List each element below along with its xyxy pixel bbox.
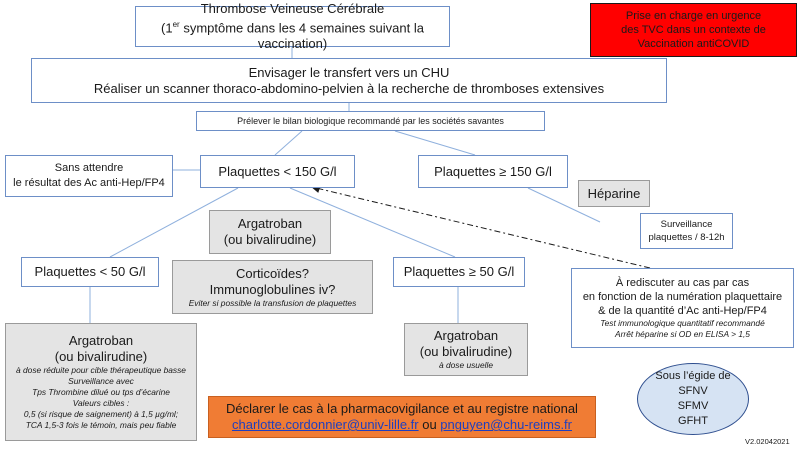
connector-ge150-surveillance [527, 187, 601, 223]
argatroban-left-note6: TCA 1,5-3 fois le témoin, mais peu fiabl… [25, 420, 177, 430]
urgent-line1: Prise en charge en urgence [625, 10, 762, 22]
argatroban-mid-line2: (ou bivalirudine) [223, 232, 317, 247]
argatroban-right-box: Argatroban (ou bivalirudine) à dose usue… [404, 323, 528, 376]
surveillance-box: Surveillance plaquettes / 8-12h [640, 213, 733, 249]
connector-bilan-ge150 [394, 130, 476, 156]
egide-gfht: GFHT [678, 415, 708, 427]
heparine-box: Héparine [578, 180, 650, 207]
argatroban-left-note2: Surveillance avec [68, 376, 134, 386]
surveillance-line2: plaquettes / 8-12h [648, 232, 725, 243]
argatroban-left-note5: 0,5 (si risque de saignement) à 1,5 µg/m… [23, 409, 179, 419]
platelets-ge50-box: Plaquettes ≥ 50 G/l [393, 257, 525, 287]
declare-line1: Déclarer le cas à la pharmacovigilance e… [226, 401, 578, 416]
rediscuter-box: À rediscuter au cas par cas en fonction … [571, 268, 794, 348]
cortico-line2: Immunoglobulines iv? [209, 281, 336, 297]
egide-line1: Sous l’égide de [655, 370, 731, 382]
transfer-box: Envisager le transfert vers un CHU Réali… [31, 58, 667, 103]
email-link-cordonnier[interactable]: charlotte.cordonnier@univ-lille.fr [232, 417, 419, 432]
sans-attendre-box: Sans attendre le résultat des Ac anti-He… [5, 155, 173, 197]
argatroban-left-box: Argatroban (ou bivalirudine) à dose rédu… [5, 323, 197, 441]
argatroban-left-line2: (ou bivalirudine) [54, 349, 148, 364]
version-label: V2.02042021 [745, 437, 790, 446]
connector-bilan-lt150 [274, 130, 303, 156]
platelets-lt150-text: Plaquettes < 150 G/l [218, 163, 337, 179]
cortico-line1: Corticoïdes? [236, 265, 309, 281]
dashed-arrow-rediscuter [311, 186, 651, 269]
email-separator: ou [418, 417, 441, 432]
connector-lt150-lt50 [109, 187, 239, 258]
platelets-ge150-text: Plaquettes ≥ 150 G/l [434, 163, 552, 179]
title-line1: Thrombose Veineuse Cérébrale [200, 0, 385, 16]
platelets-lt50-box: Plaquettes < 50 G/l [21, 257, 159, 287]
platelets-lt50-text: Plaquettes < 50 G/l [34, 264, 146, 279]
argatroban-right-line2: (ou bivalirudine) [419, 344, 513, 359]
title-box: Thrombose Veineuse Cérébrale (1er symptô… [135, 1, 450, 51]
connector-lt150-ge50 [289, 187, 456, 258]
argatroban-mid-line1: Argatroban [237, 216, 303, 231]
transfer-line2: Réaliser un scanner thoraco-abdomino-pel… [93, 80, 605, 96]
cortico-box: Corticoïdes? Immunoglobulines iv? Eviter… [172, 260, 373, 314]
rediscuter-note1: Test immunologique quantitatif recommand… [600, 318, 765, 328]
title-line2: (1er symptôme dans les 4 semaines suivan… [161, 19, 424, 52]
sans-attendre-line2: le résultat des Ac anti-Hep/FP4 [13, 177, 165, 189]
bilan-text: Prélever le bilan biologique recommandé … [237, 115, 504, 126]
rediscuter-line1: À rediscuter au cas par cas [615, 277, 750, 289]
urgent-box: Prise en charge en urgence des TVC dans … [590, 3, 797, 57]
argatroban-left-note1: à dose réduite pour cible thérapeutique … [16, 365, 186, 375]
argatroban-left-note3: Tps Thrombine dilué ou tps d’écarine [32, 387, 170, 397]
argatroban-left-note4: Valeurs cibles : [72, 398, 130, 408]
rediscuter-line3: & de la quantité d’Ac anti-Hep/FP4 [598, 305, 767, 317]
rediscuter-line2: en fonction de la numération plaquettair… [582, 291, 783, 303]
declare-emails: charlotte.cordonnier@univ-lille.fr ou pn… [232, 417, 572, 433]
argatroban-right-line1: Argatroban [433, 328, 499, 343]
rediscuter-note2: Arrêt héparine si OD en ELISA > 1,5 [615, 329, 750, 339]
sans-attendre-line1: Sans attendre [54, 162, 124, 174]
platelets-lt150-box: Plaquettes < 150 G/l [200, 155, 355, 188]
cortico-note: Eviter si possible la transfusion de pla… [188, 297, 357, 308]
surveillance-line1: Surveillance [660, 219, 713, 230]
egide-sfmv: SFMV [677, 400, 709, 412]
urgent-line3: Vaccination antiCOVID [637, 38, 750, 50]
argatroban-left-line1: Argatroban [68, 333, 134, 348]
email-link-nguyen[interactable]: pnguyen@chu-reims.fr [440, 417, 572, 432]
egide-box: Sous l’égide de SFNV SFMV GFHT [637, 363, 749, 435]
egide-sfnv: SFNV [678, 385, 708, 397]
platelets-ge150-box: Plaquettes ≥ 150 G/l [418, 155, 568, 188]
transfer-line1: Envisager le transfert vers un CHU [248, 64, 450, 80]
argatroban-mid-box: Argatroban (ou bivalirudine) [209, 210, 331, 254]
platelets-ge50-text: Plaquettes ≥ 50 G/l [403, 264, 515, 279]
bilan-box: Prélever le bilan biologique recommandé … [196, 111, 545, 131]
argatroban-right-note: à dose usuelle [438, 360, 493, 370]
declare-box: Déclarer le cas à la pharmacovigilance e… [208, 396, 596, 438]
heparine-text: Héparine [587, 185, 641, 201]
urgent-line2: des TVC dans un contexte de [621, 24, 766, 36]
